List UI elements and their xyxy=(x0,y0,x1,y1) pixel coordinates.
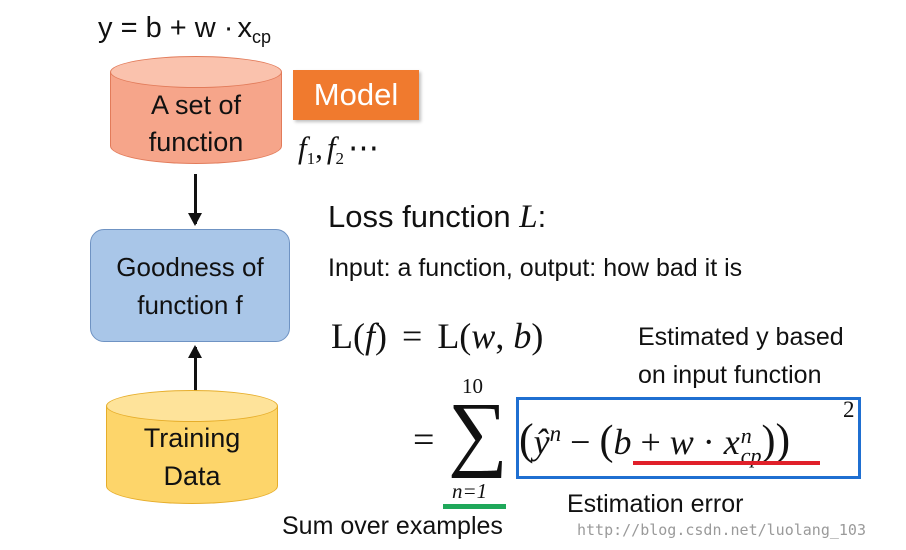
function-ellipsis: ⋯ xyxy=(348,130,379,165)
f2-subscript: 2 xyxy=(335,149,345,168)
model-cylinder-label-2: function xyxy=(148,127,244,157)
arrow-down xyxy=(188,174,202,226)
loss-eq-equals: = xyxy=(402,316,423,356)
loss-eq-w: w xyxy=(471,316,496,356)
eq-x-subscript: cp xyxy=(252,27,272,47)
watermark: http://blog.csdn.net/luolang_103 xyxy=(577,521,866,539)
loss-eq-close1: ) xyxy=(375,316,387,356)
term-yhat-superscript: n xyxy=(549,421,562,446)
goodness-label-2: function f xyxy=(137,289,243,320)
function-comma: , xyxy=(315,130,323,165)
term-rparen-2: ) xyxy=(761,418,776,464)
loss-title: Loss function L: xyxy=(328,199,546,236)
model-cylinder-label-1: A set of xyxy=(150,90,242,120)
data-cylinder-label-1: Training xyxy=(143,423,241,453)
model-equation: y = b + w · xcp xyxy=(98,12,271,48)
sum-lower-limit: n=1 xyxy=(452,479,488,503)
f1-subscript: 1 xyxy=(306,149,316,168)
estimated-line-1: Estimated y based xyxy=(638,323,844,351)
term-lparen-2: ( xyxy=(599,418,614,464)
goodness-label-1: Goodness of xyxy=(116,251,264,282)
loss-title-prefix: Loss function xyxy=(328,199,520,234)
term-x-subscript: cp xyxy=(740,442,762,468)
term-rparen: ) xyxy=(775,415,791,464)
model-badge: Model xyxy=(293,70,419,120)
model-cylinder-top xyxy=(110,56,282,88)
loss-eq-b: b xyxy=(513,316,532,356)
term-plus: + xyxy=(640,422,661,462)
eq-y: y xyxy=(98,12,113,44)
sum-equals: = xyxy=(413,419,435,461)
model-cylinder: A set of function xyxy=(110,56,282,181)
exponent-two: 2 xyxy=(843,397,855,422)
sum-upper-limit: 10 xyxy=(462,374,483,398)
term-x: x xyxy=(723,422,740,462)
formula-box xyxy=(516,397,861,479)
loss-eq-close2: ) xyxy=(531,316,544,356)
red-underline xyxy=(633,461,820,465)
f2-symbol: f xyxy=(326,130,336,165)
estimated-line-2: on input function xyxy=(638,361,822,389)
loss-eq-comma: , xyxy=(495,316,505,356)
eq-dot: · xyxy=(223,12,234,44)
term-lparen: ( xyxy=(519,415,534,464)
eq-w: w xyxy=(194,12,216,44)
eq-equals: = xyxy=(120,12,138,44)
data-cylinder-top xyxy=(106,390,278,422)
training-data-cylinder: Training Data xyxy=(106,390,278,522)
data-cylinder-label-2: Data xyxy=(163,461,221,491)
loss-title-suffix: : xyxy=(537,199,547,234)
sigma-symbol: ∑ xyxy=(448,386,508,479)
loss-eq-L2: L( xyxy=(437,316,472,356)
estimated-annotation: Estimated y based on input function xyxy=(638,318,844,394)
loss-equation: L(f) = L(w, b) xyxy=(331,315,543,357)
term-x-superscript: n xyxy=(740,422,752,448)
estimation-error-label: Estimation error xyxy=(567,490,744,518)
sum-over-label: Sum over examples xyxy=(282,512,503,540)
term-b: b xyxy=(613,422,632,462)
loss-description: Input: a function, output: how bad it is xyxy=(328,254,743,282)
term-yhat: ŷ xyxy=(533,422,550,462)
term-w: w xyxy=(669,422,694,462)
function-list: f1,f2⋯ xyxy=(298,130,379,169)
eq-x: x xyxy=(237,12,253,44)
loss-symbol: L xyxy=(519,199,538,235)
arrow-up xyxy=(188,345,202,397)
data-cylinder-body xyxy=(106,406,278,504)
goodness-box: Goodness of function f xyxy=(90,229,290,342)
loss-eq-L1: L( xyxy=(331,316,365,356)
loss-eq-f: f xyxy=(364,316,375,356)
term-minus: − xyxy=(570,422,591,462)
green-underline xyxy=(443,504,506,509)
eq-plus: + xyxy=(169,12,187,44)
eq-b: b xyxy=(145,12,162,44)
term-dot: · xyxy=(702,422,715,462)
f1-symbol: f xyxy=(298,130,307,165)
